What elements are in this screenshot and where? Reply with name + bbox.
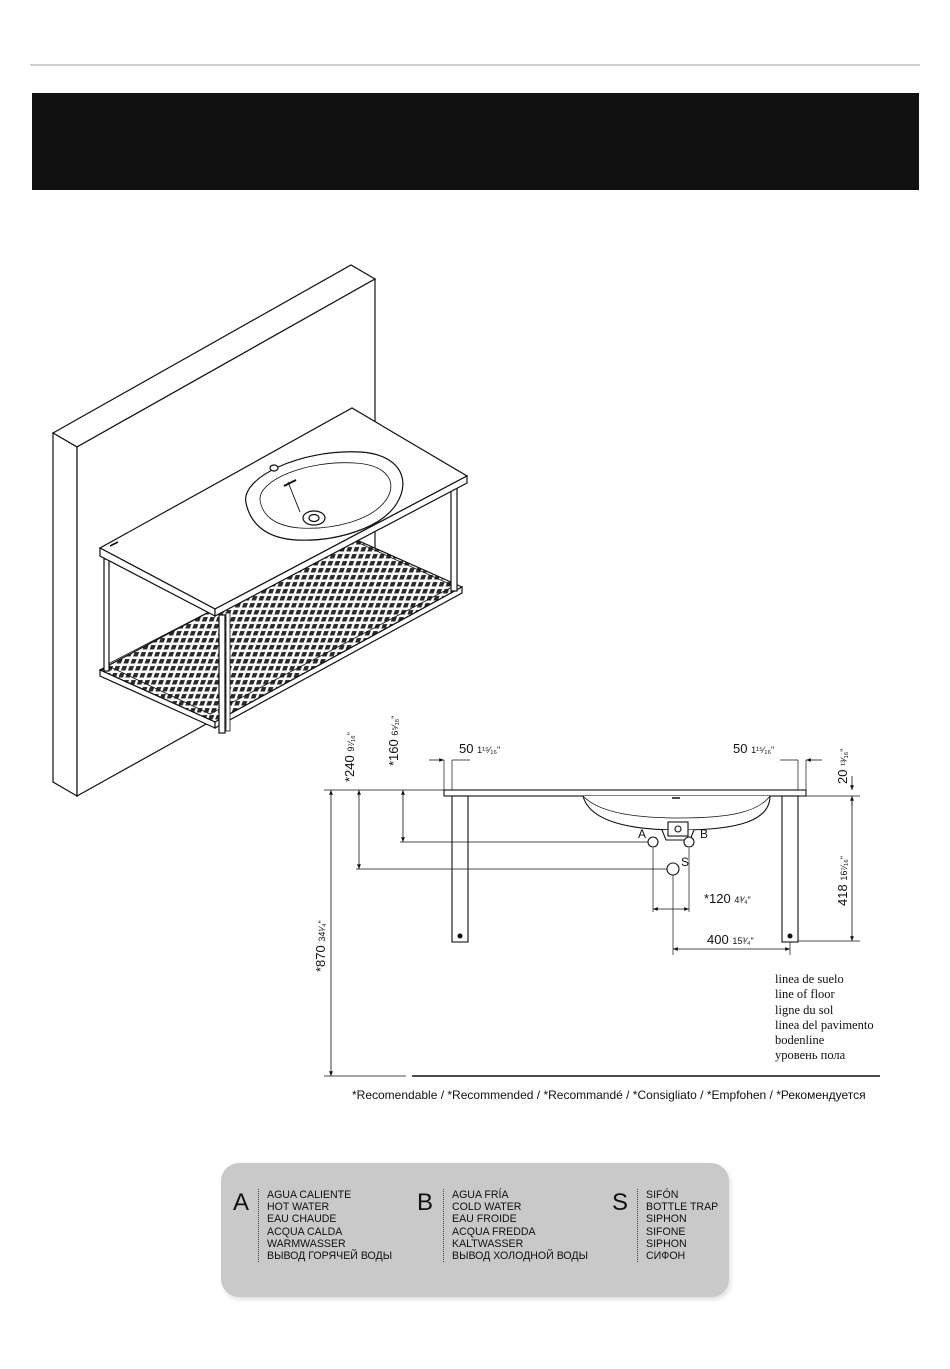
dim-400-label: 400 15³⁄₄": [707, 932, 754, 947]
floor-line-en: line of floor: [775, 987, 835, 1002]
dim-160-label: *160 6⁵⁄₁₆": [386, 716, 401, 766]
dim-240-label: *240 9⁷⁄₁₆": [342, 732, 357, 782]
point-a-marker: [647, 836, 659, 848]
connection-legend: A AGUA CALIENTE HOT WATER EAU CHAUDE ACQ…: [221, 1163, 729, 1297]
floor-line-de: bodenline: [775, 1033, 825, 1048]
front-elevation: [324, 758, 880, 1077]
floor-line-ru: уровень пола: [775, 1048, 846, 1063]
dim-870-label: *870 34¹⁄₄": [313, 920, 328, 972]
title-band: [32, 93, 919, 190]
dim-20-label: 20 ¹³⁄₁₆": [835, 749, 850, 784]
point-a-label: A: [638, 827, 646, 841]
point-s-label: S: [681, 855, 689, 869]
floor-line-it: linea del pavimento: [775, 1017, 874, 1032]
dim-50-left-label: 50 1¹⁵⁄₁₆": [459, 741, 500, 756]
elevation-countertop: [443, 789, 807, 797]
dim-418-label: 418 16⁷⁄₁₆": [835, 856, 850, 906]
legs: [103, 480, 458, 734]
legend-letter-b: B: [417, 1189, 434, 1216]
point-b-marker: [683, 836, 695, 848]
dimension-labels: *240 9⁷⁄₁₆" *160 6⁵⁄₁₆" 50 1¹⁵⁄₁₆" 50 1¹…: [313, 716, 850, 972]
recommended-note: *Recomendable / *Recommended / *Recomman…: [352, 1088, 866, 1102]
point-b-label: B: [700, 827, 708, 841]
elevation-leg-right: [781, 795, 799, 943]
top-rule: [30, 64, 920, 66]
legend-letter-s: S: [612, 1189, 629, 1216]
dim-120-label: *120 4³⁄₄": [704, 891, 751, 906]
dim-50-right-label: 50 1¹⁵⁄₁₆": [733, 741, 774, 756]
point-s-marker: [666, 862, 680, 876]
floor-line-es: linea de suelo: [775, 972, 844, 986]
isometric-view: [51, 264, 469, 798]
floor-line-caption: linea de suelo line of floor ligne du so…: [775, 972, 874, 1064]
legend-letter-a: A: [233, 1189, 250, 1216]
floor-line-fr: ligne du sol: [775, 1002, 834, 1017]
basin: [245, 451, 404, 541]
